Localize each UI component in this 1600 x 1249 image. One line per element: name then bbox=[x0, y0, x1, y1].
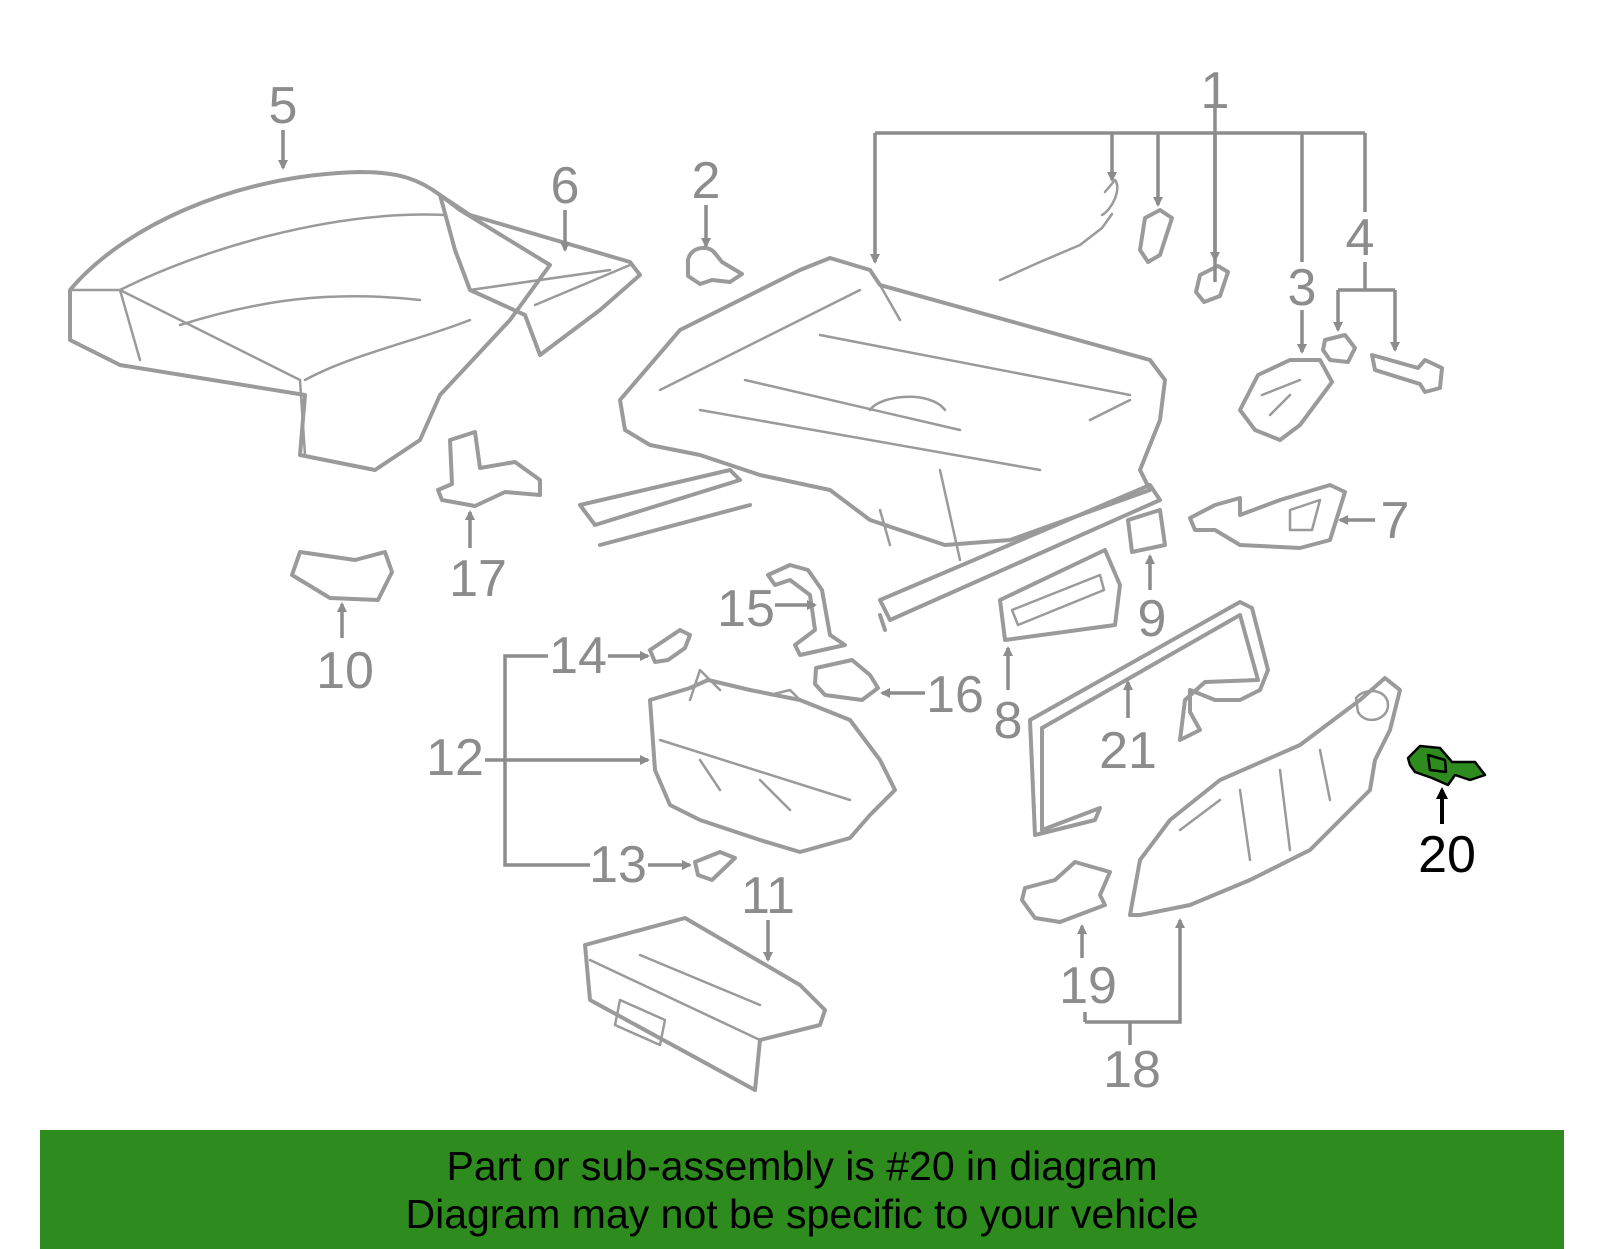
part-14-bolt bbox=[648, 628, 692, 664]
part-20-highlighted-clip bbox=[1406, 744, 1487, 787]
callout-10: 10 bbox=[316, 642, 374, 700]
callout-15: 15 bbox=[717, 580, 775, 638]
part-17-bracket bbox=[436, 430, 542, 508]
callout-7: 7 bbox=[1381, 492, 1410, 550]
part-15-bracket bbox=[766, 563, 847, 657]
callout-11: 11 bbox=[741, 867, 795, 925]
part-6-cushion-pad bbox=[438, 193, 642, 357]
callout-6: 6 bbox=[551, 157, 580, 215]
part-13-pad bbox=[693, 850, 737, 882]
callout-13: 13 bbox=[589, 836, 647, 894]
part-2-clip bbox=[686, 245, 744, 286]
part-16-clip bbox=[813, 658, 880, 702]
part-8-side-cover bbox=[998, 548, 1122, 642]
callout-labels: 1 2 3 4 5 6 7 8 9 10 11 12 13 14 15 16 1… bbox=[269, 62, 1476, 1099]
part-10-clip bbox=[290, 550, 394, 602]
part-7-bracket bbox=[1188, 483, 1347, 550]
parts-diagram: 1 2 3 4 5 6 7 8 9 10 11 12 13 14 15 16 1… bbox=[68, 62, 1487, 1099]
part-9-cap bbox=[1126, 508, 1167, 554]
callout-21: 21 bbox=[1099, 722, 1157, 780]
part-19-clip bbox=[1020, 860, 1112, 924]
callout-18: 18 bbox=[1103, 1041, 1161, 1099]
info-banner: Part or sub-assembly is #20 in diagram D… bbox=[40, 1130, 1564, 1249]
part-3-bracket bbox=[1238, 358, 1334, 442]
callout-14: 14 bbox=[549, 627, 607, 685]
callout-17: 17 bbox=[449, 550, 507, 608]
callout-4: 4 bbox=[1346, 209, 1375, 267]
callout-9: 9 bbox=[1138, 590, 1167, 648]
part-5-seat-cushion bbox=[68, 170, 552, 472]
banner-line-2: Diagram may not be specific to your vehi… bbox=[405, 1191, 1199, 1237]
banner-line-1: Part or sub-assembly is #20 in diagram bbox=[446, 1143, 1158, 1189]
callout-2: 2 bbox=[692, 152, 721, 210]
part-18-side-shield bbox=[1128, 676, 1402, 917]
callout-20: 20 bbox=[1418, 826, 1476, 884]
callout-3: 3 bbox=[1288, 259, 1317, 317]
part-21-frame-wire bbox=[1028, 600, 1270, 837]
callout-12: 12 bbox=[426, 729, 484, 787]
part-12-tray-housing bbox=[648, 668, 897, 854]
part-11-drawer bbox=[583, 916, 827, 1092]
callout-16: 16 bbox=[926, 666, 984, 724]
callout-5: 5 bbox=[269, 77, 298, 135]
callout-8: 8 bbox=[994, 692, 1023, 750]
part-4-bolt-nut bbox=[1321, 333, 1444, 394]
callout-1: 1 bbox=[1201, 62, 1230, 120]
callout-19: 19 bbox=[1059, 957, 1117, 1015]
part-1-seat-frame bbox=[578, 178, 1230, 632]
leader-lines bbox=[278, 105, 1448, 1045]
